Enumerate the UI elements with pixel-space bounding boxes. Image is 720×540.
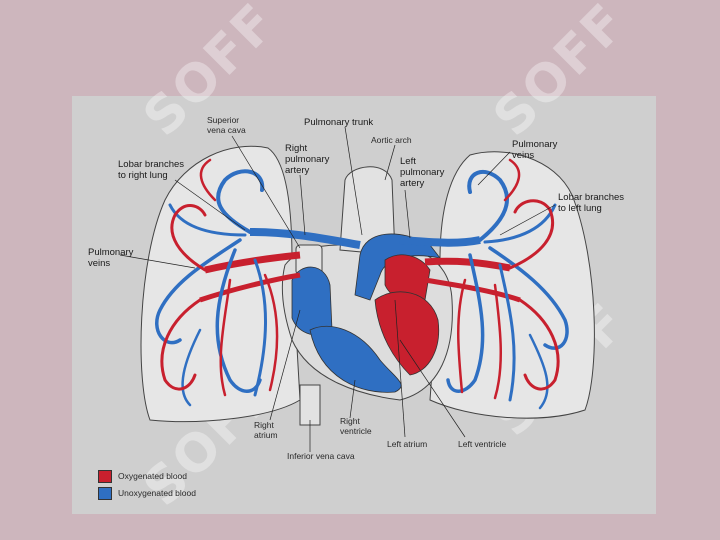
inferior-vena-cava: [299, 384, 321, 426]
legend-label-unoxygenated: Unoxygenated blood: [118, 488, 196, 498]
label-left-pulmonary-artery: Left pulmonary artery: [400, 156, 445, 189]
label-left-atrium: Left atrium: [387, 439, 428, 449]
label-lobar-left: Lobar branches to left lung: [558, 192, 625, 214]
legend-swatch-oxygenated: [98, 470, 112, 483]
label-pulmonary-trunk: Pulmonary trunk: [304, 117, 374, 128]
left-ventricle-chamber: [374, 291, 440, 376]
legend-swatch-unoxygenated: [98, 487, 112, 500]
label-aortic-arch: Aortic arch: [371, 135, 412, 145]
label-right-atrium: Right atrium: [254, 420, 278, 440]
aortic-arch: [339, 166, 396, 256]
label-left-ventricle: Left ventricle: [458, 439, 507, 449]
label-pulmonary-veins-left: Pulmonary veins: [512, 139, 558, 161]
right-lung: [140, 145, 301, 423]
label-lobar-right: Lobar branches to right lung: [118, 159, 185, 181]
right-atrium-chamber: [291, 266, 333, 336]
label-inferior-vena-cava: Inferior vena cava: [287, 451, 355, 461]
legend-label-oxygenated: Oxygenated blood: [118, 471, 187, 481]
label-pulmonary-veins-right: Pulmonary veins: [88, 247, 134, 269]
label-right-pulmonary-artery: Right pulmonary artery: [285, 143, 330, 176]
label-right-ventricle: Right ventricle: [340, 416, 372, 436]
label-superior-vena-cava: Superior vena cava: [207, 115, 246, 135]
